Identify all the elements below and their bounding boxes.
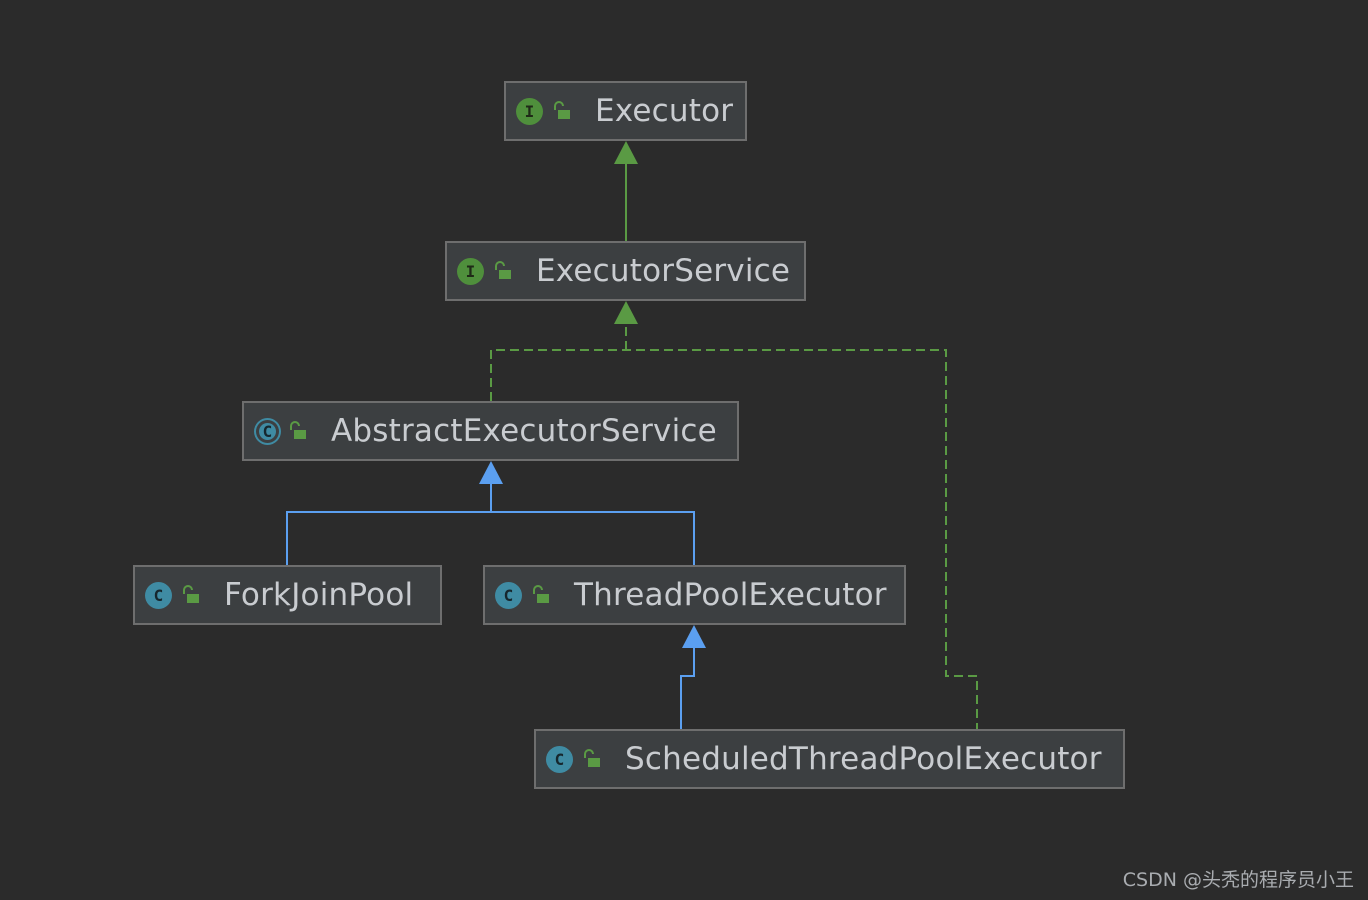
unlocked-icon <box>584 749 600 767</box>
edge-scheduled-to-threadpoolexecutor <box>680 625 706 729</box>
interface-icon: I <box>457 257 484 285</box>
edge-executorservice-to-executor <box>614 141 638 241</box>
arrowhead <box>479 461 503 484</box>
watermark: CSDN @头秃的程序员小王 <box>1122 869 1354 891</box>
unlocked-icon <box>290 421 306 439</box>
node-label: Executor <box>595 92 734 129</box>
node-label: ThreadPoolExecutor <box>574 576 887 613</box>
unlocked-icon <box>183 585 199 603</box>
node-thread-pool-executor[interactable]: C ThreadPoolExecutor <box>483 565 906 625</box>
node-scheduled-thread-pool-executor[interactable]: C ScheduledThreadPoolExecutor <box>534 729 1125 789</box>
class-icon: C <box>495 581 522 609</box>
unlocked-icon <box>554 101 570 119</box>
node-abstract-executor-service[interactable]: C AbstractExecutorService <box>242 401 739 461</box>
node-executor[interactable]: I Executor <box>504 81 747 141</box>
arrowhead <box>614 141 638 164</box>
class-icon: C <box>145 581 172 609</box>
edge-implements-executorservice <box>490 301 978 729</box>
node-label: ForkJoinPool <box>224 576 414 613</box>
node-label: AbstractExecutorService <box>331 412 717 449</box>
node-label: ScheduledThreadPoolExecutor <box>625 740 1102 777</box>
abstract-class-icon: C <box>256 419 279 443</box>
arrowhead <box>682 625 706 648</box>
arrowhead <box>614 301 638 324</box>
class-icon: C <box>546 745 573 773</box>
edge-extends-abstractexecutorservice <box>286 461 695 565</box>
node-label: ExecutorService <box>536 252 791 289</box>
node-executor-service[interactable]: I ExecutorService <box>445 241 806 301</box>
node-fork-join-pool[interactable]: C ForkJoinPool <box>133 565 442 625</box>
interface-icon: I <box>516 97 543 125</box>
unlocked-icon <box>495 261 511 279</box>
unlocked-icon <box>533 585 549 603</box>
